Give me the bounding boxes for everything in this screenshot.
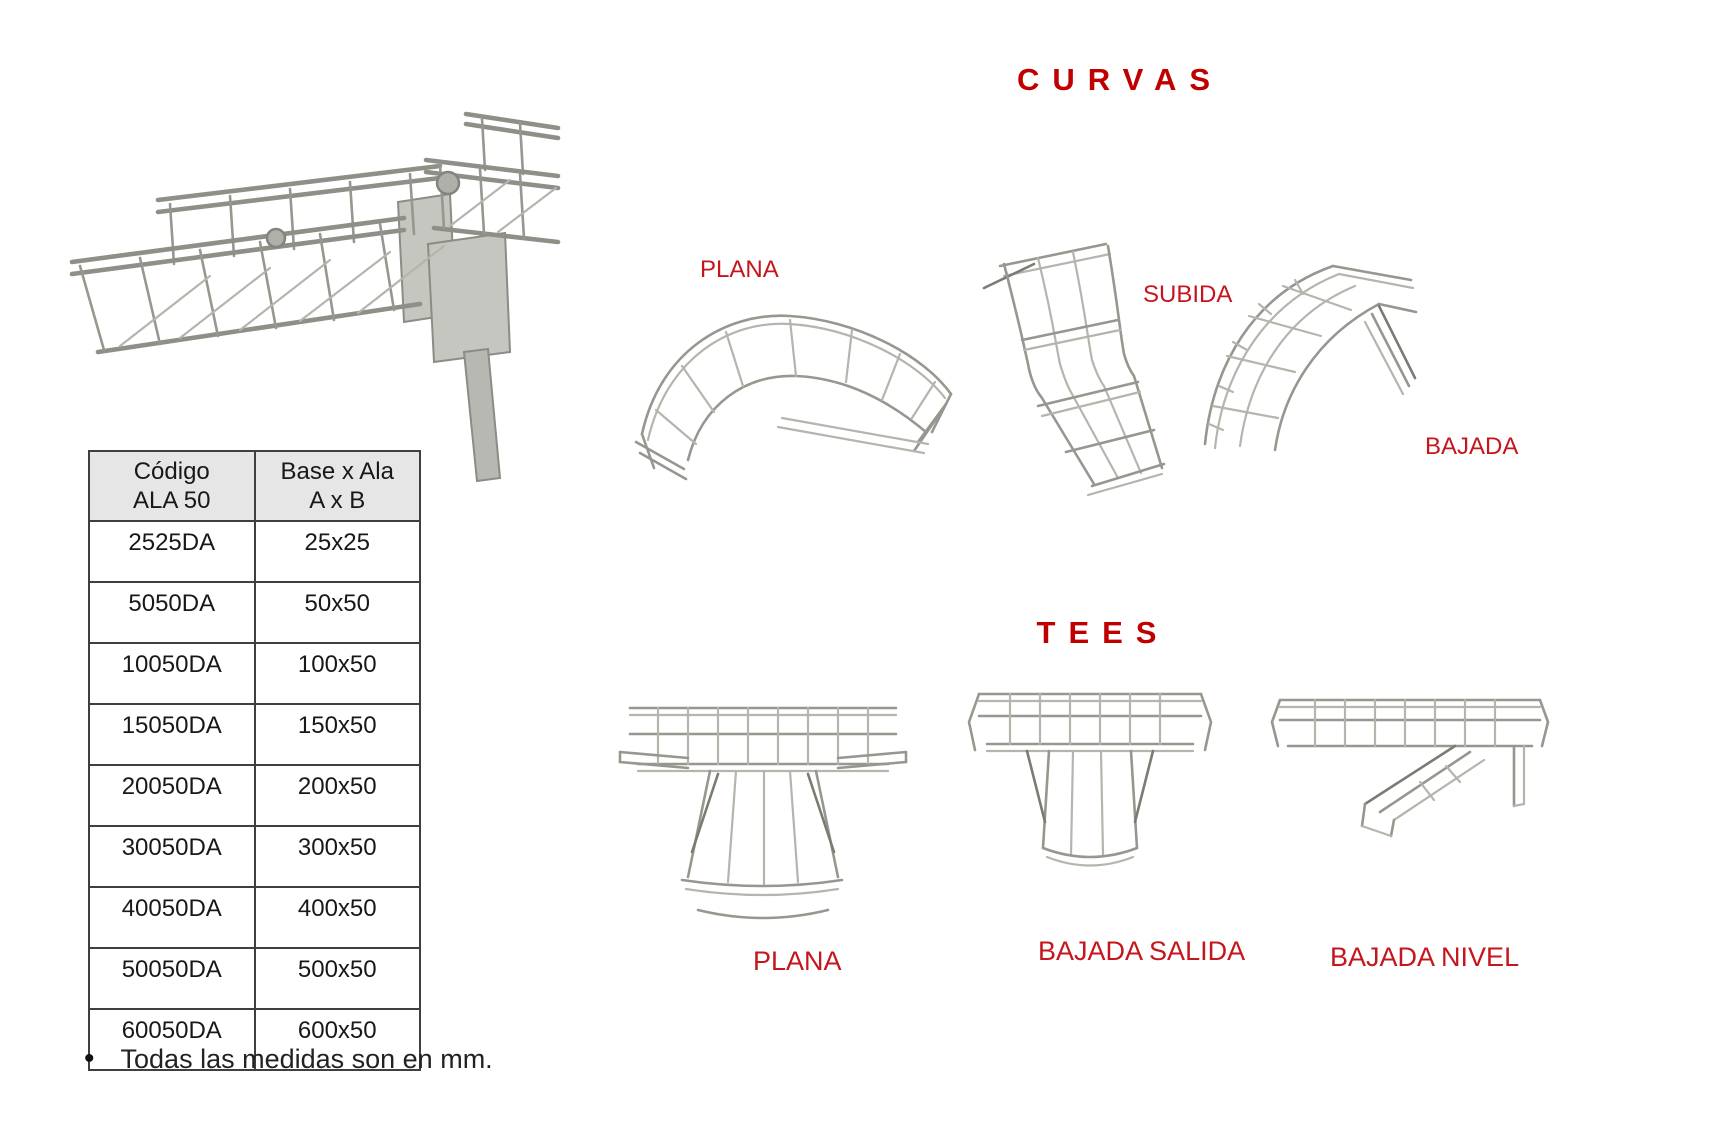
tee-bajada-nivel-image <box>1270 698 1550 838</box>
curva-plana-image <box>634 314 953 481</box>
support-strap <box>462 347 502 483</box>
note-text: Todas las medidas son en mm. <box>120 1044 493 1074</box>
medida-cell: 200x50 <box>253 764 421 827</box>
codigo-cell: 10050DA <box>88 642 256 705</box>
curva-subida-image <box>982 242 1166 497</box>
curva-plana-label: PLANA <box>700 256 779 283</box>
table-row: 20050DA 200x50 <box>88 764 421 827</box>
curvas-section-title: CURVAS <box>1016 62 1224 97</box>
table-header-row: Código ALA 50 Base x Ala A x B <box>88 450 421 522</box>
clamp-bolt <box>265 227 287 249</box>
note-bullet: • <box>84 1042 95 1075</box>
codigo-cell: 50050DA <box>88 947 256 1010</box>
table-header-codigo: Código ALA 50 <box>88 450 256 522</box>
header-codigo-line2: ALA 50 <box>133 487 211 514</box>
codigo-cell: 40050DA <box>88 886 256 949</box>
medida-cell: 300x50 <box>253 825 421 888</box>
medida-cell: 500x50 <box>253 947 421 1010</box>
table-row: 5050DA 50x50 <box>88 581 421 644</box>
tee-bajada-salida-label: BAJADA SALIDA <box>1038 936 1246 966</box>
table-header-medida: Base x Ala A x B <box>253 450 421 522</box>
codigo-cell: 15050DA <box>88 703 256 766</box>
codigo-cell: 30050DA <box>88 825 256 888</box>
table-row: 30050DA 300x50 <box>88 825 421 888</box>
curva-bajada-label: BAJADA <box>1425 433 1519 460</box>
medida-cell: 150x50 <box>253 703 421 766</box>
header-medida-line1: Base x Ala <box>280 458 394 485</box>
medida-cell: 400x50 <box>253 886 421 949</box>
clamp-bolt <box>435 170 461 196</box>
tee-bajada-salida-image <box>967 692 1213 867</box>
tee-bajada-nivel-label: BAJADA NIVEL <box>1330 942 1520 972</box>
medida-cell: 50x50 <box>253 581 421 644</box>
table-row: 10050DA 100x50 <box>88 642 421 705</box>
support-plate <box>426 231 512 364</box>
tee-plana-image <box>618 706 908 920</box>
dimensions-table: Código ALA 50 Base x Ala A x B 2525DA 25… <box>88 450 421 1071</box>
codigo-cell: 20050DA <box>88 764 256 827</box>
cable-tray-product-photo <box>69 111 561 483</box>
header-medida-line2: A x B <box>309 487 366 514</box>
header-codigo-line1: Código <box>133 458 210 485</box>
table-row: 2525DA 25x25 <box>88 520 421 583</box>
medida-cell: 25x25 <box>253 520 421 583</box>
codigo-cell: 5050DA <box>88 581 256 644</box>
codigo-cell: 60050DA <box>88 1008 256 1071</box>
tees-section-title: TEES <box>1036 615 1170 650</box>
table-row: 40050DA 400x50 <box>88 886 421 949</box>
curva-bajada-image <box>1203 264 1418 452</box>
curva-subida-label: SUBIDA <box>1143 281 1233 308</box>
medida-cell: 600x50 <box>253 1008 421 1071</box>
codigo-cell: 2525DA <box>88 520 256 583</box>
table-row: 60050DA 600x50 <box>88 1008 421 1071</box>
measurements-note: • Todas las medidas son en mm. <box>84 1042 493 1076</box>
table-row: 15050DA 150x50 <box>88 703 421 766</box>
tee-plana-label: PLANA <box>753 946 842 976</box>
table-row: 50050DA 500x50 <box>88 947 421 1010</box>
medida-cell: 100x50 <box>253 642 421 705</box>
